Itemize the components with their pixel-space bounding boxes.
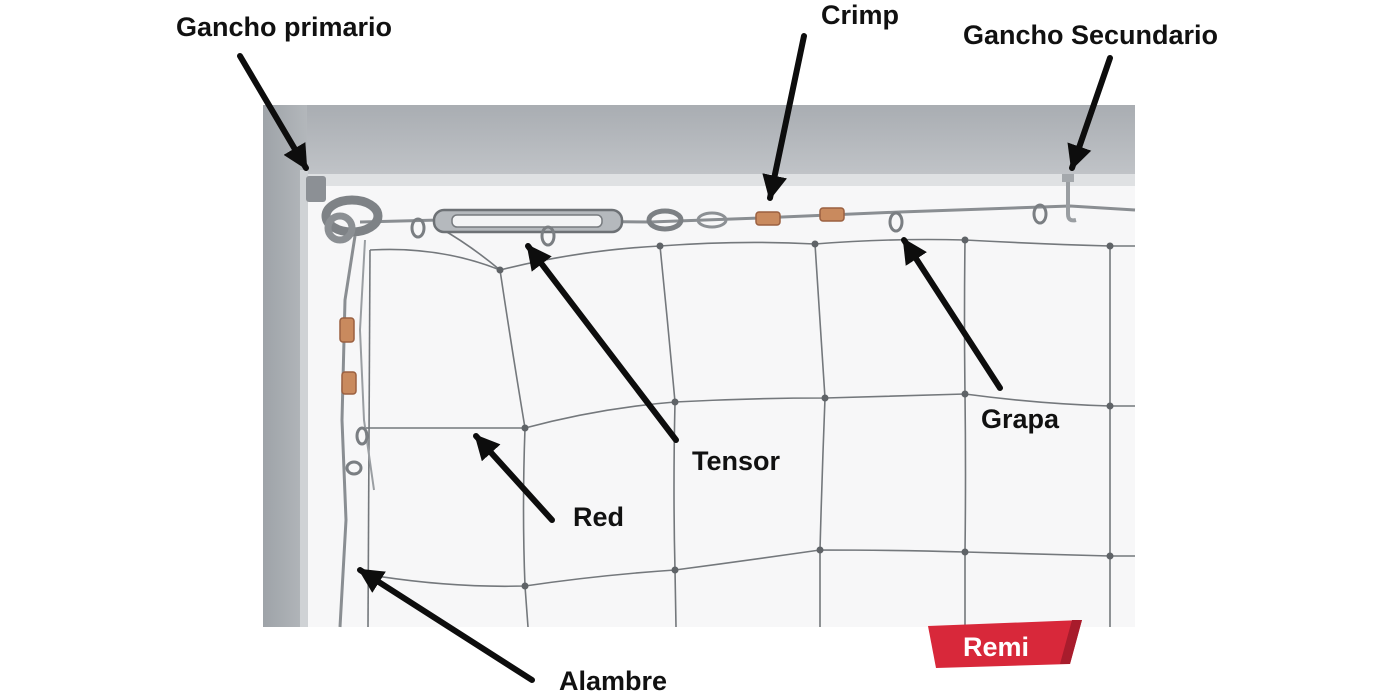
arrow-gancho-secundario — [1067, 55, 1113, 171]
arrow-grapa — [901, 237, 1003, 391]
back-panel — [263, 105, 1135, 627]
net-knots — [496, 236, 1114, 590]
turnbuckle — [432, 208, 728, 234]
label-grapa: Grapa — [981, 404, 1060, 434]
label-alambre: Alambre — [559, 666, 667, 696]
primary-hook — [306, 176, 383, 244]
arrow-tensor — [525, 243, 679, 443]
ceiling-beam — [263, 105, 1135, 177]
callout-arrows — [237, 33, 1113, 683]
arrow-red — [473, 433, 555, 523]
net-clips — [345, 203, 1048, 476]
secondary-hook — [1062, 174, 1077, 223]
label-crimp: Crimp — [821, 0, 899, 30]
arrow-crimp — [762, 33, 807, 201]
label-red: Red — [573, 502, 624, 532]
left-wall — [263, 105, 307, 627]
label-gancho-secundario: Gancho Secundario — [963, 20, 1218, 50]
wall-corner-edge — [300, 170, 308, 627]
label-tensor: Tensor — [692, 446, 781, 476]
arrow-alambre — [357, 567, 535, 683]
arrow-gancho-primario — [237, 53, 309, 171]
label-gancho-primario: Gancho primario — [176, 12, 392, 42]
crimp-sleeves — [339, 207, 845, 395]
ceiling-edge — [300, 174, 1135, 186]
photo-scene — [263, 105, 1136, 628]
remi-logo: Remi — [928, 620, 1082, 668]
side-wire — [338, 235, 357, 628]
logo-text: Remi — [963, 632, 1029, 662]
